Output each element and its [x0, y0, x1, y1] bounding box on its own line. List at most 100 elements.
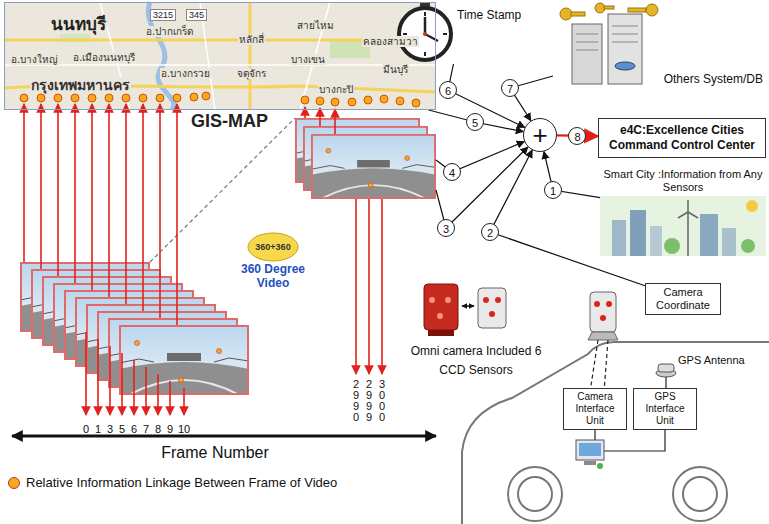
box-label: Camera Interface Unit: [566, 391, 624, 427]
label-anchor: อ.ปากเกร็ด: [145, 20, 194, 39]
video-badge: 360+360360 Degree Video: [236, 232, 310, 290]
icon-label: Others System/DB: [664, 72, 763, 86]
map-place: จตุจักร: [236, 68, 267, 79]
label-anchor: กรุงเทพมหานคร: [30, 74, 131, 96]
frame-to-map-arrows: [24, 104, 335, 325]
label-anchor: 6: [131, 418, 137, 437]
callout-circle: 8: [568, 127, 586, 145]
map-title: GIS-MAP: [191, 111, 268, 132]
label-anchor: 10: [178, 418, 190, 437]
label-anchor: บางกะปิ: [318, 78, 354, 97]
label-anchor: 3000: [377, 379, 388, 423]
label-anchor: 2990: [351, 379, 362, 423]
smart-city-panel: Smart City :Information from Any Sensors: [600, 166, 766, 256]
map-place: มีนบุรี: [382, 64, 409, 75]
interface-unit-box: Camera Interface Unit: [563, 388, 627, 430]
frame-number: 2990: [351, 379, 362, 423]
time-stamp-icon: Time Stamp: [395, 2, 525, 64]
linkage-dots: [20, 92, 420, 107]
callout-circle: 2: [481, 223, 499, 241]
label-anchor: อ.เมืองนนทบุรี: [72, 46, 136, 65]
callout-number: 5: [472, 117, 478, 129]
camera-coordinate-box: Camera Coordinate: [645, 283, 721, 315]
map-place: สายไหม: [296, 20, 335, 31]
label-anchor: คลองสามวา: [362, 30, 419, 49]
frame-number: 8: [155, 423, 161, 435]
label-anchor: 3: [107, 418, 113, 437]
connector: [429, 110, 524, 132]
interface-unit-box: GPS Interface Unit: [633, 388, 697, 430]
label-anchor: Omni camera Included 6 CCD Sensors: [410, 340, 542, 378]
label-anchor: จตุจักร: [236, 62, 267, 81]
frame-number: 1: [95, 423, 101, 435]
label-anchor: หลักสี่: [238, 28, 265, 47]
map-place: บางเขน: [290, 54, 326, 65]
label-anchor: 3215: [150, 3, 176, 22]
callout-circle: 1: [544, 181, 562, 199]
badge-text: 360+360: [236, 232, 310, 262]
label-anchor: 5: [119, 418, 125, 437]
merge-symbol: +: [532, 122, 547, 148]
legend-row: Relative Information Linkage Between Fra…: [8, 475, 337, 490]
frame-number: 5: [119, 423, 125, 435]
label-anchor: 4: [443, 163, 461, 181]
label-anchor: นนทบุรี: [50, 10, 107, 37]
label-anchor: 1: [95, 418, 101, 437]
legend-swatch: [8, 477, 20, 489]
label-anchor: 345: [186, 3, 207, 22]
callout-number: 6: [445, 85, 451, 97]
callout-number: 1: [550, 185, 556, 197]
map-place: คลองสามวา: [362, 36, 419, 47]
label-anchor: 9: [167, 418, 173, 437]
callout-circle: 6: [439, 81, 457, 99]
callout-circle: 7: [501, 79, 519, 97]
box-label: e4C:Excellence Cities Command Control Ce…: [604, 123, 760, 153]
frame-axis: [12, 435, 436, 438]
label-anchor: 8: [155, 418, 161, 437]
smart-city-image: [600, 196, 766, 256]
road-number: 3215: [150, 9, 176, 21]
connector: [544, 152, 600, 198]
label-anchor: 7: [143, 418, 149, 437]
roof-camera: [588, 292, 618, 392]
callout-number: 2: [487, 227, 493, 239]
callout-number: 4: [449, 167, 455, 179]
camera-caption: Omni camera Included 6 CCD Sensors: [411, 344, 542, 377]
antenna-label: GPS Antenna: [678, 354, 745, 366]
label-anchor: Frame Number: [161, 443, 269, 462]
road-number: 345: [186, 9, 207, 21]
label-anchor: อ.บางใหญ่: [10, 48, 59, 67]
command-center-box: e4C:Excellence Cities Command Control Ce…: [598, 118, 766, 158]
box-label: GPS Interface Unit: [636, 391, 694, 427]
frame-number: 7: [143, 423, 149, 435]
map-place: กรุงเทพมหานคร: [30, 77, 131, 93]
frame-number: 6: [131, 423, 137, 435]
right-video-frames: [295, 118, 436, 199]
label-anchor: 3: [437, 219, 455, 237]
clock-icon: [399, 2, 451, 60]
callout-number: 3: [443, 223, 449, 235]
badge-caption: 360 Degree Video: [236, 262, 310, 290]
label-anchor: 2999: [364, 379, 375, 423]
frame-number: 3000: [377, 379, 388, 423]
frame-number: 10: [178, 423, 190, 435]
map-place: หลักสี่: [238, 34, 265, 45]
axis-title: Frame Number: [161, 444, 269, 461]
callout-circle: 5: [466, 113, 484, 131]
label-anchor: มีนบุรี: [382, 58, 409, 77]
callout-number: 8: [574, 131, 580, 143]
frame-number: 9: [167, 423, 173, 435]
label-anchor: GPS Antenna: [678, 349, 745, 368]
map-place: อ.เมืองนนทบุรี: [72, 52, 136, 63]
icon-label: Time Stamp: [457, 8, 525, 22]
connector: [448, 64, 525, 128]
map-place: อ.บางกรวย: [160, 68, 211, 79]
label-anchor: บางเขน: [290, 48, 326, 67]
map-place: นนทบุรี: [50, 14, 107, 34]
database-icon: Others System/DB: [553, 2, 767, 90]
frame-number: 3: [107, 423, 113, 435]
omni-camera-panel: [408, 272, 545, 384]
map-place: อ.ปากเกร็ด: [145, 26, 194, 37]
legend-text: Relative Information Linkage Between Fra…: [26, 475, 337, 490]
frame-number: 0: [83, 423, 89, 435]
